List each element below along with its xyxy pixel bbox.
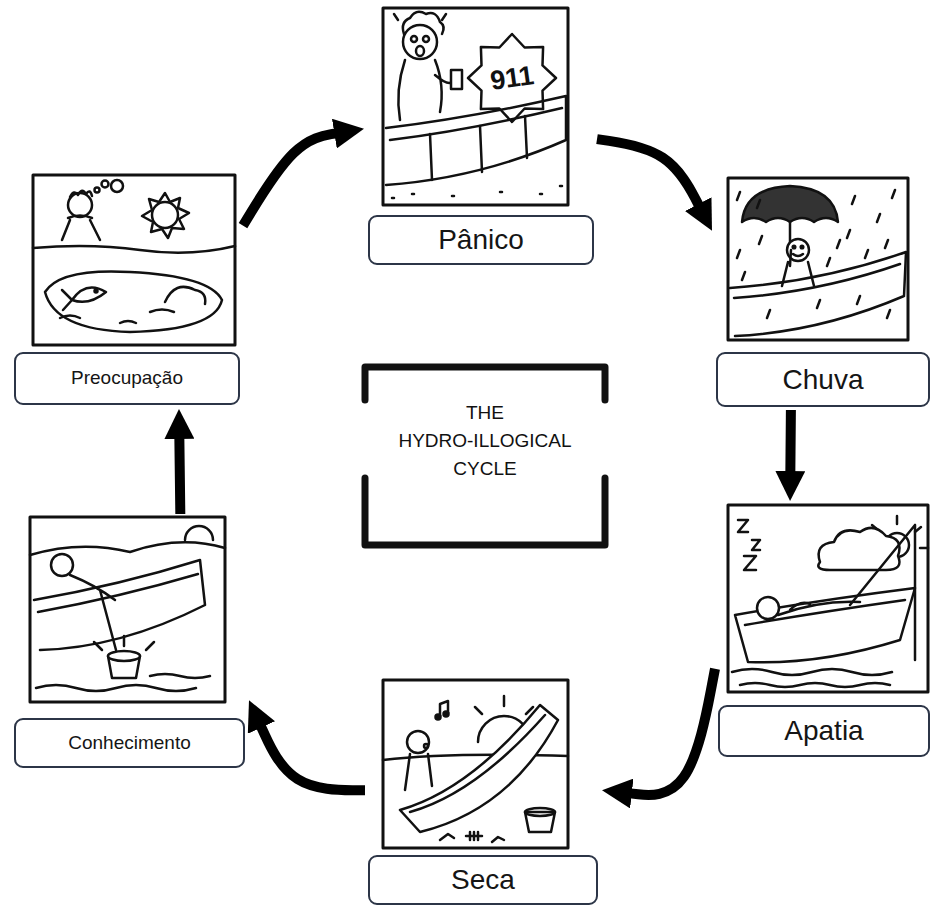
knowledge-panel	[70, 575, 116, 650]
apathy-panel	[778, 602, 860, 615]
knowledge-panel	[94, 636, 154, 650]
stage-label-box: Apatia	[718, 705, 930, 757]
knowledge-panel	[30, 517, 225, 702]
knowledge-panel	[51, 554, 73, 576]
cycle-stage: Chuva	[716, 178, 930, 407]
title-frame	[365, 367, 605, 545]
panic-panel	[451, 70, 462, 89]
panic-panel	[411, 36, 417, 42]
rain-panel	[742, 186, 838, 222]
worry-panel	[95, 188, 100, 193]
worry-panel	[111, 180, 123, 192]
worry-panel	[95, 290, 98, 293]
diagram-title: THE HYDRO-ILLOGICAL CYCLE	[370, 399, 600, 483]
cycle-arrow	[785, 410, 796, 475]
rain-panel	[793, 246, 796, 249]
worry-panel	[142, 193, 189, 238]
panic-panel	[383, 8, 568, 205]
worry-panel	[165, 287, 205, 304]
knowledge-panel	[108, 651, 140, 661]
title-frame	[365, 367, 605, 400]
emergency-number: 911	[482, 58, 542, 97]
drought-panel	[525, 808, 555, 816]
cycle-stage: Pânico	[368, 8, 594, 265]
apathy-panel	[850, 525, 915, 660]
worry-panel	[102, 181, 109, 188]
rain-panel	[793, 254, 803, 256]
stage-label-box: Seca	[368, 855, 598, 905]
drought-panel	[466, 832, 482, 840]
cycle-arrow	[628, 669, 715, 795]
cycle-arrow	[260, 724, 365, 790]
cycle-arrow	[179, 435, 180, 514]
apathy-panel	[728, 505, 928, 692]
worry-panel	[62, 288, 106, 311]
worry-panel	[62, 216, 100, 241]
knowledge-panel	[30, 517, 225, 702]
worry-panel	[33, 175, 235, 345]
panic-panel	[386, 96, 566, 185]
panic-panel	[423, 36, 429, 42]
panic-panel	[392, 186, 562, 198]
drought-panel	[436, 715, 441, 720]
stage-label: Pânico	[438, 223, 524, 257]
rain-panel	[730, 252, 906, 336]
worry-panel	[60, 310, 174, 324]
knowledge-panel	[185, 526, 213, 540]
drought-panel	[383, 680, 568, 848]
stage-label: Chuva	[783, 363, 864, 397]
rain-panel	[728, 178, 908, 340]
cycle-stage: Apatia	[718, 505, 930, 757]
apathy-panel	[732, 669, 892, 687]
apathy-panel	[757, 597, 779, 619]
rain-panel	[801, 246, 804, 249]
cycle-stage: Seca	[368, 680, 598, 905]
drought-panel	[440, 701, 448, 716]
panic-panel	[383, 8, 568, 205]
drought-panel	[424, 744, 428, 748]
drought-panel	[407, 731, 429, 753]
stage-label-box: Preocupação	[14, 352, 240, 405]
stage-label: Conhecimento	[68, 732, 191, 755]
cycle-arrow	[597, 139, 700, 208]
drought-panel	[400, 705, 558, 832]
cycle-stage: Preocupação	[14, 175, 240, 405]
worry-panel	[45, 271, 222, 332]
worry-panel	[33, 175, 235, 345]
panic-panel	[394, 14, 446, 20]
stage-label: Preocupação	[71, 367, 183, 390]
panic-panel	[398, 60, 452, 120]
stage-label: Seca	[451, 863, 515, 897]
title-frame	[365, 478, 605, 545]
panic-panel	[430, 116, 527, 180]
cycle-stage: Conhecimento	[14, 517, 245, 768]
drought-panel	[383, 680, 568, 848]
panic-panel	[416, 46, 424, 56]
stage-label-box: Conhecimento	[14, 718, 245, 768]
apathy-panel	[818, 528, 899, 570]
rain-panel	[737, 190, 895, 318]
knowledge-panel	[36, 674, 210, 691]
cycle-arrow	[243, 133, 338, 226]
stage-label-box: Chuva	[716, 352, 930, 407]
apathy-panel	[728, 505, 928, 692]
worry-panel	[33, 246, 235, 253]
stage-label-box: Pânico	[368, 215, 594, 265]
apathy-panel	[735, 588, 915, 662]
drought-panel	[405, 754, 432, 790]
stage-label: Apatia	[784, 714, 863, 748]
apathy-panel	[738, 520, 760, 570]
worry-panel	[70, 191, 92, 197]
rain-panel	[728, 178, 908, 340]
panic-panel	[403, 25, 437, 59]
worry-panel	[152, 202, 178, 228]
drought-panel	[444, 712, 449, 717]
